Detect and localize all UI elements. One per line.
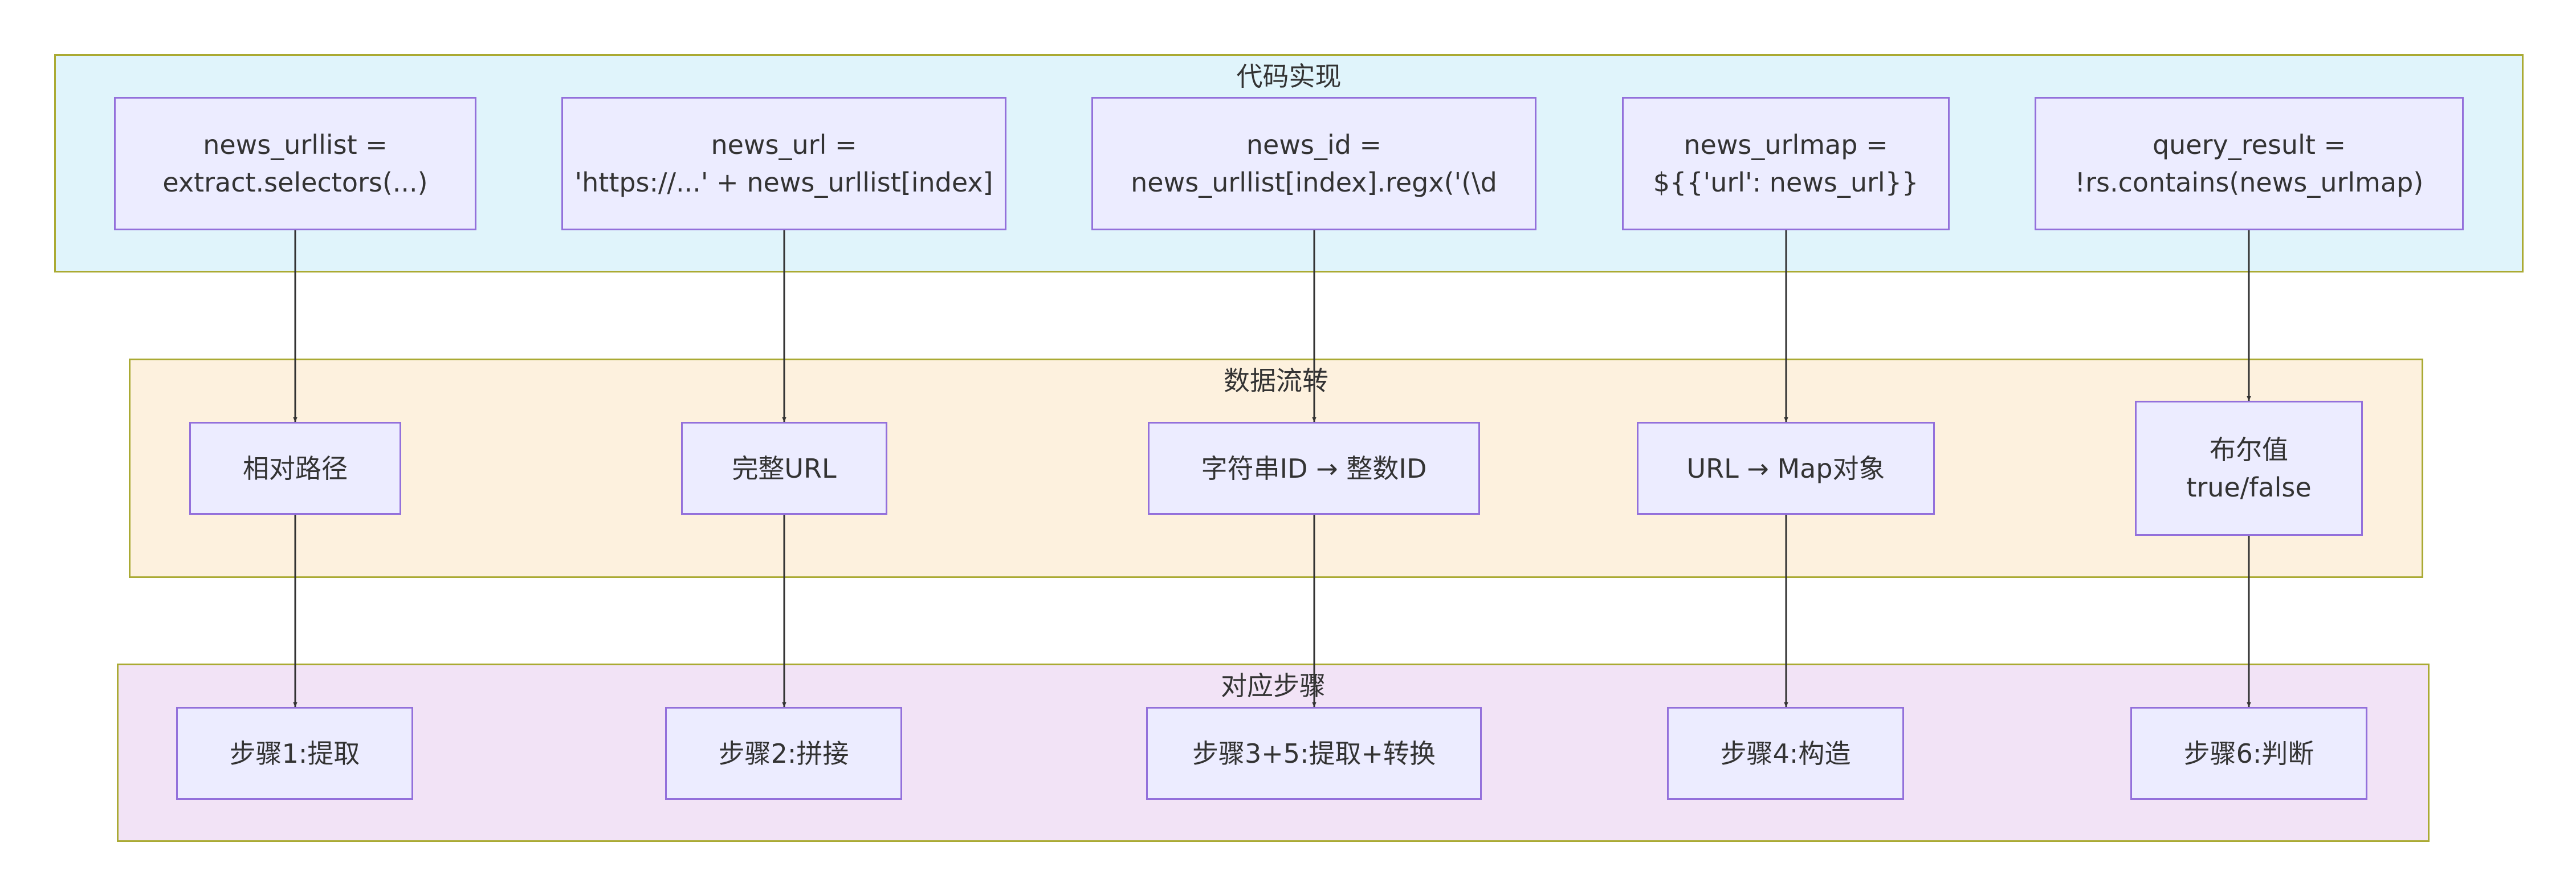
node-text-line2: !rs.contains(news_urlmap) [2074, 167, 2424, 198]
node-text-line1: query_result = [2152, 129, 2346, 160]
node-text-line1: 完整URL [732, 453, 837, 484]
node-text-line1: 相对路径 [243, 453, 348, 484]
node-text-line1: 步骤6:判断 [2183, 738, 2314, 769]
node-text-line2: true/false [2186, 471, 2312, 503]
node-text-line2: news_urllist[index].regx('(\d [1131, 167, 1497, 198]
node-text-line1: 步骤2:拼接 [718, 738, 849, 769]
node-text-line1: news_urlmap = [1684, 129, 1888, 160]
node-text-line2: extract.selectors(...) [162, 167, 428, 198]
flow-node-string-id-to-int-id: 字符串ID → 整数ID [1148, 422, 1480, 515]
step-node-2: 步骤2:拼接 [665, 707, 902, 800]
step-node-4: 步骤4:构造 [1667, 707, 1904, 800]
code-node-query-result: query_result = !rs.contains(news_urlmap) [2035, 97, 2464, 230]
node-text-line2: ${{'url': news_url}} [1653, 167, 1919, 198]
flow-node-relative-path: 相对路径 [189, 422, 401, 515]
step-node-1: 步骤1:提取 [176, 707, 413, 800]
node-text-line1: news_urllist = [203, 129, 388, 160]
step-node-6: 步骤6:判断 [2130, 707, 2367, 800]
flow-node-full-url: 完整URL [681, 422, 887, 515]
code-node-news-urlmap: news_urlmap = ${{'url': news_url}} [1622, 97, 1950, 230]
node-text-line1: 字符串ID → 整数ID [1201, 453, 1427, 484]
node-text-line1: 步骤4:构造 [1720, 738, 1851, 769]
node-text-line1: URL → Map对象 [1686, 453, 1885, 484]
cluster-title: 代码实现 [1236, 61, 1342, 92]
code-node-news-url: news_url = 'https://...' + news_urllist[… [561, 97, 1006, 230]
step-node-3-5: 步骤3+5:提取+转换 [1146, 707, 1482, 800]
node-text-line2: 'https://...' + news_urllist[index] [574, 167, 993, 198]
cluster-title: 数据流转 [1224, 365, 1328, 396]
node-text-line1: 步骤3+5:提取+转换 [1192, 738, 1436, 769]
node-text-line1: 布尔值 [2210, 434, 2288, 465]
code-node-news-urllist: news_urllist = extract.selectors(...) [114, 97, 476, 230]
code-node-news-id: news_id = news_urllist[index].regx('(\d [1091, 97, 1536, 230]
node-text-line1: 步骤1:提取 [229, 738, 360, 769]
flow-node-boolean: 布尔值 true/false [2135, 401, 2363, 536]
node-text-line1: news_id = [1246, 129, 1382, 160]
cluster-title: 对应步骤 [1221, 670, 1326, 701]
flow-node-url-to-map: URL → Map对象 [1637, 422, 1935, 515]
node-text-line1: news_url = [711, 129, 857, 160]
